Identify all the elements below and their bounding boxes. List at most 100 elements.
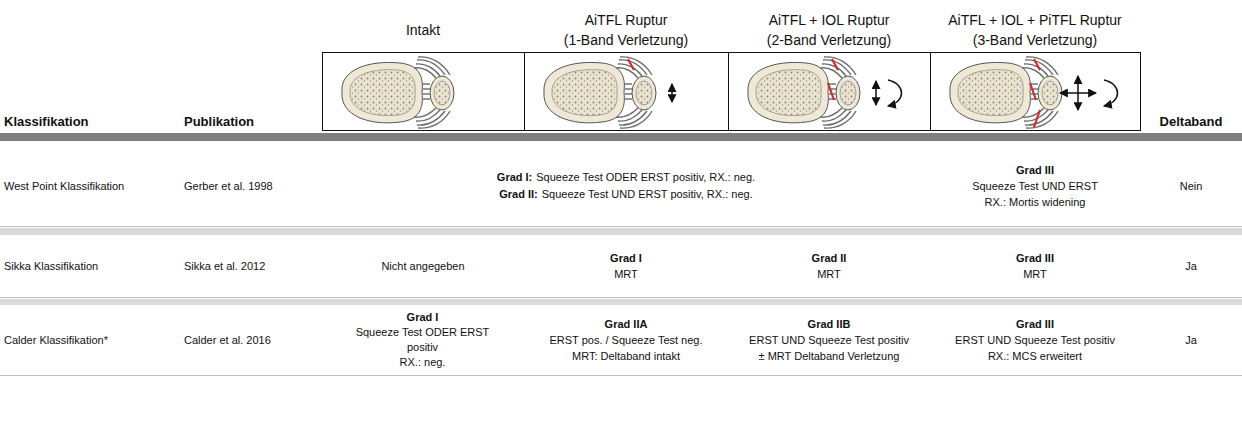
cell-line: Grad I bbox=[345, 310, 500, 325]
cell-line: MRT: Deltaband intakt bbox=[524, 348, 728, 364]
cell-text: Squeeze Test UND ERST bbox=[972, 180, 1098, 192]
cell-text: MRT bbox=[1023, 268, 1047, 280]
table-cell: Grad ISqueeze Test ODER ERST positivRX.:… bbox=[345, 310, 500, 370]
grade-label: Grad III bbox=[1016, 318, 1054, 330]
table-cell: Deltaband bbox=[1140, 114, 1242, 130]
cell-line: Grad IIB bbox=[728, 316, 930, 332]
cell-text: Squeeze Test UND ERST positiv, RX.: neg. bbox=[542, 188, 753, 200]
cell-text: ± MRT Deltaband Verletzung bbox=[759, 350, 900, 362]
table-cell: Intakt bbox=[322, 20, 524, 40]
table-cell: Klassifikation bbox=[4, 114, 180, 130]
cell-line: Sikka et al. 2012 bbox=[184, 258, 322, 274]
grade-label: Grad II: bbox=[499, 188, 538, 200]
cell-text: Squeeze Test ODER ERST positiv, RX.: neg… bbox=[536, 171, 755, 183]
grade-label: Grad IIB bbox=[808, 318, 851, 330]
cell-text: West Point Klassifikation bbox=[4, 180, 124, 192]
cell-text: (1-Band Verletzung) bbox=[564, 32, 689, 48]
table-cell: Ja bbox=[1140, 258, 1242, 274]
grade-label: Grad II bbox=[812, 252, 847, 264]
cell-line: ERST UND Squeeze Test positiv bbox=[930, 332, 1140, 348]
cell-line: AiTFL + IOL Ruptur bbox=[728, 10, 930, 30]
cell-line: RX.: Mortis widening bbox=[930, 194, 1140, 210]
cell-line: Deltaband bbox=[1140, 114, 1242, 130]
cell-line: West Point Klassifikation bbox=[4, 178, 180, 194]
cell-line: Gerber et al. 1998 bbox=[184, 178, 322, 194]
cell-line: Grad I: Squeeze Test ODER ERST positiv, R… bbox=[322, 169, 930, 186]
cell-text: Calder et al. 2016 bbox=[184, 334, 271, 346]
cell-text: Sikka Klassifikation bbox=[4, 260, 98, 272]
cell-text: RX.: Mortis widening bbox=[985, 196, 1086, 208]
cell-text: MRT: Deltaband intakt bbox=[572, 350, 680, 362]
cell-text: RX.: MCS erweitert bbox=[988, 350, 1082, 362]
table-cell: AiTFL Ruptur (1-Band Verletzung) bbox=[524, 10, 728, 50]
table-cell: Sikka et al. 2012 bbox=[184, 258, 322, 274]
grade-label: Grad I: bbox=[497, 171, 532, 183]
table-cell: Grad III ERST UND Squeeze Test positivRX.… bbox=[930, 316, 1140, 364]
cell-line: Calder et al. 2016 bbox=[184, 332, 322, 348]
cell-line: Grad III bbox=[930, 162, 1140, 178]
table-cell: Nein bbox=[1140, 178, 1242, 194]
table-cell: Nicht angegeben bbox=[322, 258, 524, 274]
table-cell: Grad III Squeeze Test UND ERST RX.: Mortis… bbox=[930, 162, 1140, 210]
cell-line: Grad III bbox=[930, 250, 1140, 266]
cell-text: Squeeze Test ODER ERST positiv bbox=[356, 326, 490, 353]
table-cell: Calder et al. 2016 bbox=[184, 332, 322, 348]
cell-line: Ja bbox=[1140, 258, 1242, 274]
cell-text: Calder Klassifikation* bbox=[4, 334, 108, 346]
cell-line: MRT bbox=[524, 266, 728, 282]
cell-text: Gerber et al. 1998 bbox=[184, 180, 273, 192]
cell-text: ERST UND Squeeze Test positiv bbox=[955, 334, 1115, 346]
grade-label: Publikation bbox=[184, 114, 254, 129]
cell-text: MRT bbox=[614, 268, 638, 280]
table-cell: Ja bbox=[1140, 332, 1242, 348]
table-cell: Grad I: Squeeze Test ODER ERST positiv, R… bbox=[322, 169, 930, 203]
cell-line: ERST pos. / Squeeze Test neg. bbox=[524, 332, 728, 348]
cell-line: AiTFL + IOL + PiTFL Ruptur bbox=[930, 10, 1140, 30]
cell-line: ERST UND Squeeze Test positiv bbox=[728, 332, 930, 348]
cell-text: Nicht angegeben bbox=[381, 260, 464, 272]
cell-line: Grad IIA bbox=[524, 316, 728, 332]
cell-text: MRT bbox=[817, 268, 841, 280]
grade-label: Klassifikation bbox=[4, 114, 89, 129]
table-cell: Grad II MRT bbox=[728, 250, 930, 282]
cell-line: ± MRT Deltaband Verletzung bbox=[728, 348, 930, 364]
cell-text: Ja bbox=[1185, 260, 1197, 272]
cell-text: AiTFL + IOL + PiTFL Ruptur bbox=[948, 12, 1122, 28]
cell-line: (3-Band Verletzung) bbox=[930, 30, 1140, 50]
cell-text: RX.: neg. bbox=[400, 356, 446, 368]
cell-line: Calder Klassifikation* bbox=[4, 332, 180, 348]
table-cell: Sikka Klassifikation bbox=[4, 258, 180, 274]
cell-line: RX.: neg. bbox=[345, 355, 500, 370]
cell-line: MRT bbox=[930, 266, 1140, 282]
cell-line: AiTFL Ruptur bbox=[524, 10, 728, 30]
cell-text: AiTFL Ruptur bbox=[585, 12, 668, 28]
cell-line: Grad I bbox=[524, 250, 728, 266]
grade-label: Grad IIA bbox=[605, 318, 648, 330]
grade-label: Grad III bbox=[1016, 164, 1054, 176]
cell-line: RX.: MCS erweitert bbox=[930, 348, 1140, 364]
table-cell: Grad I MRT bbox=[524, 250, 728, 282]
cell-line: Intakt bbox=[322, 20, 524, 40]
table-cell: Gerber et al. 1998 bbox=[184, 178, 322, 194]
cell-text: ERST UND Squeeze Test positiv bbox=[749, 334, 909, 346]
grade-label: Grad I bbox=[610, 252, 642, 264]
table-cell: Grad IIB ERST UND Squeeze Test positiv ± M… bbox=[728, 316, 930, 364]
table-cell: Calder Klassifikation* bbox=[4, 332, 180, 348]
table-cell: West Point Klassifikation bbox=[4, 178, 180, 194]
table-cell: Publikation bbox=[184, 114, 322, 130]
cell-line: Nicht angegeben bbox=[322, 258, 524, 274]
cell-line: Nein bbox=[1140, 178, 1242, 194]
cell-line: (1-Band Verletzung) bbox=[524, 30, 728, 50]
cell-line: Publikation bbox=[184, 114, 322, 130]
cell-text: ERST pos. / Squeeze Test neg. bbox=[549, 334, 702, 346]
cell-text: (2-Band Verletzung) bbox=[767, 32, 892, 48]
cell-line: Squeeze Test UND ERST bbox=[930, 178, 1140, 194]
cell-text: AiTFL + IOL Ruptur bbox=[769, 12, 890, 28]
grade-label: Deltaband bbox=[1160, 114, 1223, 129]
cell-text: Sikka et al. 2012 bbox=[184, 260, 265, 272]
cell-line: Grad II bbox=[728, 250, 930, 266]
cell-line: Squeeze Test ODER ERST positiv bbox=[345, 325, 500, 355]
table-cell: Grad III MRT bbox=[930, 250, 1140, 282]
cell-text: Intakt bbox=[406, 22, 440, 38]
